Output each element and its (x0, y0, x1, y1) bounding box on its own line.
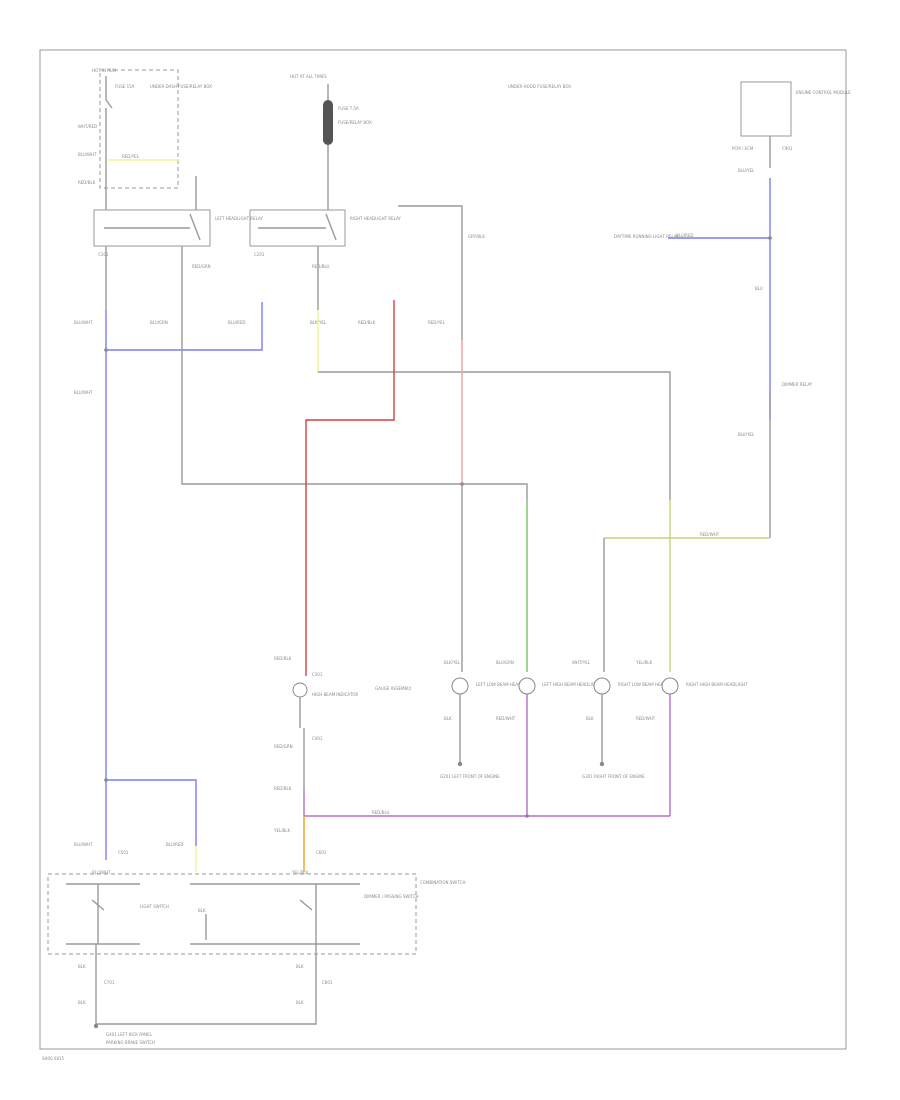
label-combination-switch: COMBINATION SWITCH (420, 880, 465, 885)
label-wire-gry-blk: GRY/BLK (468, 234, 485, 239)
left-headlight-relay: LEFT HEADLIGHT RELAY C101 (93, 209, 263, 257)
label-wire-blu: BLU (755, 286, 763, 291)
label-wire-red-blu: RED/BLU (312, 264, 330, 269)
label-switch-pin-right: YEL/BLK (291, 870, 309, 875)
label-left-high: LEFT HIGH BEAM HEADLIGHT (542, 682, 601, 687)
label-engine-control: ENGINE CONTROL MODULE (796, 90, 851, 95)
label-wire-red-wht-3: RED/WHT (636, 716, 656, 721)
label-left-low: LEFT LOW BEAM HEADLIGHT (476, 682, 534, 687)
combination-switch: BLU/WHT YEL/BLK LIGHT SWITCH BLK DIMMER … (47, 870, 465, 955)
right-headlight-relay: RIGHT HEADLIGHT RELAY C201 (249, 209, 401, 257)
label-wire-blu-grn: BLU/GRN (150, 320, 168, 325)
label-ground-left: G201 LEFT FRONT OF ENGINE (440, 774, 500, 779)
label-wire-yel-blk-2: YEL/BLK (273, 828, 291, 833)
diagram-frame (39, 49, 847, 1050)
footer-code: SH00 0815 (42, 1056, 65, 1061)
label-wire-red-blu-2: RED/BLU (372, 810, 390, 815)
label-wire-red-grn: RED/GRN (192, 264, 211, 269)
label-right-relay: RIGHT HEADLIGHT RELAY (350, 216, 401, 221)
label-connector-c9: C901 (782, 146, 793, 151)
label-right-low: RIGHT LOW BEAM HEADLIGHT (618, 682, 679, 687)
fuse-box-left: HOT IN RUN FUSE 15A UNDER-DASH FUSE/RELA… (78, 68, 212, 210)
left-low-headlight: BLK/YEL LEFT LOW BEAM HEADLIGHT BLK (444, 660, 534, 762)
label-connector-c5: C501 (118, 850, 129, 855)
label-wire-red-blk-2: RED/BLK (358, 320, 376, 325)
left-high-headlight: BLU/GRN LEFT HIGH BEAM HEADLIGHT RED/WHT (496, 660, 601, 816)
label-hot-at-all-times: HOT AT ALL TIMES (290, 74, 327, 79)
label-fuse-main: FUSE 7.5A (338, 106, 359, 111)
label-connector-c1: C101 (98, 252, 109, 257)
label-wire-blk-7: BLK (296, 1000, 304, 1005)
label-wire-blk-5: BLK (78, 1000, 86, 1005)
label-gauge-assembly: GAUGE ASSEMBLY (375, 686, 412, 691)
label-wire-blk-yel: BLK/YEL (738, 432, 755, 437)
label-wire-red-blk-4: RED/BLK (274, 786, 292, 791)
label-wire-blu-red-2: BLU/RED (228, 320, 245, 325)
label-wire-blu-wht: BLU/WHT (78, 152, 97, 157)
label-hot-in-run: HOT IN RUN (92, 68, 116, 73)
label-ground-bottom: G401 LEFT KICK PANEL (106, 1032, 153, 1037)
label-connector-c6: C601 (316, 850, 327, 855)
ground-left: G201 LEFT FRONT OF ENGINE (440, 761, 500, 779)
label-wire-red-yel: RED/YEL (122, 154, 140, 159)
right-high-headlight: YEL/BLK RIGHT HIGH BEAM HEADLIGHT RED/WH… (635, 660, 748, 816)
label-wire-blu-wht-2: BLU/WHT (74, 320, 93, 325)
label-left-relay: LEFT HEADLIGHT RELAY (215, 216, 263, 221)
label-wire-red-wht: RED/WHT (700, 532, 720, 537)
label-wire-blu-yel: BLU/YEL (738, 168, 755, 173)
label-wire-red-blk: RED/BLK (78, 180, 96, 185)
label-wire-blk-4: BLK (78, 964, 86, 969)
label-high-beam-indicator: HIGH BEAM INDICATOR (312, 692, 359, 697)
label-right-high: RIGHT HIGH BEAM HEADLIGHT (686, 682, 748, 687)
label-fuse-box-id: UNDER-HOOD FUSE/RELAY BOX (508, 84, 571, 89)
engine-control-module: UNDER-HOOD FUSE/RELAY BOX ENGINE CONTROL… (508, 81, 851, 538)
label-dash-fuse-box: UNDER-DASH FUSE/RELAY BOX (150, 84, 212, 89)
label-fuse-relay-box: FUSE/RELAY BOX (338, 120, 372, 125)
label-wire-red-yel-2: RED/YEL (428, 320, 446, 325)
label-wire-red-grn-2: RED/GRN (274, 744, 293, 749)
label-wire-blu-red-3: BLU/RED (166, 842, 183, 847)
fuse-box-main: HOT AT ALL TIMES FUSE 7.5A FUSE/RELAY BO… (290, 74, 372, 210)
label-daytime-relay: DAYTIME RUNNING LIGHT RELAY (614, 234, 679, 239)
label-wire-blk: BLK (444, 716, 452, 721)
ground-right: G301 RIGHT FRONT OF ENGINE (582, 761, 645, 779)
label-connector-c3: C301 (312, 672, 323, 677)
label-wire-blk-3: BLK (198, 908, 206, 913)
label-parking-brake: PARKING BRAKE SWITCH (106, 1040, 155, 1045)
label-light-switch: LIGHT SWITCH (140, 904, 169, 909)
label-connector-c2: C201 (254, 252, 265, 257)
label-wire-wht-red: WHT/RED (78, 124, 97, 129)
label-wire-blu-grn-2: BLU/GRN (496, 660, 514, 665)
label-wire-blu-wht-3: BLU/WHT (74, 390, 93, 395)
label-connector-c8: C801 (322, 980, 333, 985)
label-wire-blu-red: BLU/RED (676, 233, 693, 238)
label-dimmer-switch: DIMMER / PASSING SWITCH (364, 894, 419, 899)
label-switch-pin-left: BLU/WHT (92, 870, 111, 875)
label-wire-yel-blk: YEL/BLK (635, 660, 653, 665)
label-fuse-dash: FUSE 15A (115, 84, 135, 89)
high-beam-indicator: RED/BLK C301 HIGH BEAM INDICATOR GAUGE A… (274, 656, 412, 791)
right-low-headlight: WHT/YEL RIGHT LOW BEAM HEADLIGHT BLK (572, 660, 679, 762)
label-wire-red-wht-2: RED/WHT (496, 716, 516, 721)
label-wire-blk-2: BLK (586, 716, 594, 721)
label-wire-blu-wht-4: BLU/WHT (74, 842, 93, 847)
label-connector-c4: C401 (312, 736, 323, 741)
label-connector-c7: C701 (104, 980, 115, 985)
label-ground-right: G301 RIGHT FRONT OF ENGINE (582, 774, 645, 779)
label-wire-blk-yel-3: BLK/YEL (444, 660, 461, 665)
label-wire-red-blk-3: RED/BLK (274, 656, 292, 661)
label-ecm-pin: PCM / ECM (732, 146, 754, 151)
label-wire-blk-6: BLK (296, 964, 304, 969)
label-wire-wht-yel: WHT/YEL (572, 660, 591, 665)
label-dimmer-relay: DIMMER RELAY (782, 382, 813, 387)
